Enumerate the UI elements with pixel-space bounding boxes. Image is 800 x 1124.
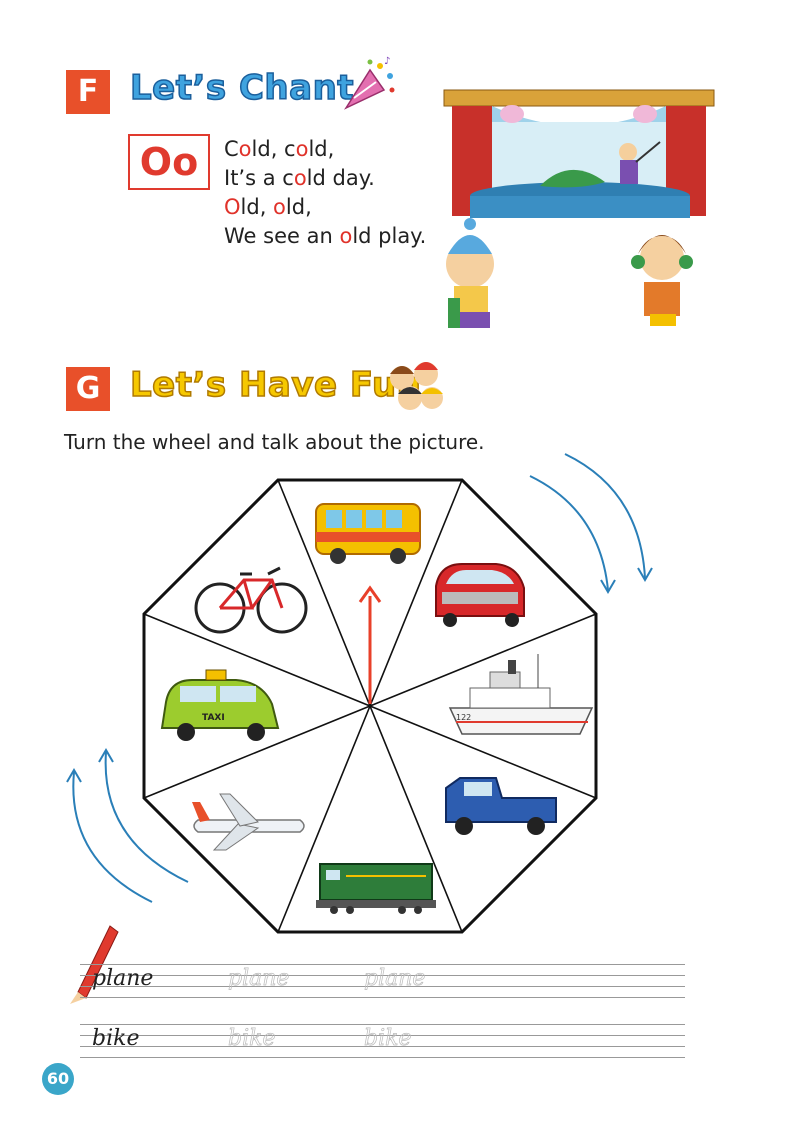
section-f-badge: F: [66, 70, 110, 114]
chant-text-segment: ld, c: [251, 137, 296, 161]
chant-text: Cold, cold,It’s a cold day.Old, old,We s…: [224, 135, 426, 251]
taxi-icon: TAXI: [160, 669, 280, 741]
chant-text-segment: C: [224, 137, 239, 161]
instruction-text: Turn the wheel and talk about the pictur…: [64, 430, 485, 454]
trace-plane-2: plane: [364, 966, 426, 992]
party-popper-icon: ♪: [343, 56, 395, 110]
writing-row-bike[interactable]: bike bike bike: [80, 1024, 685, 1064]
ship-icon: 122: [448, 654, 594, 735]
svg-text:122: 122: [456, 713, 471, 722]
write-pencil-icon: WRITE: [70, 922, 119, 1004]
chant-text-segment: ld,: [308, 137, 335, 161]
vehicle-wheel[interactable]: 122 TAXI: [140, 476, 600, 936]
highlighted-letter: o: [238, 137, 252, 161]
pickup-truck-icon: [445, 777, 557, 835]
chant-text-segment: We see an: [224, 224, 340, 248]
chant-text-segment: ld,: [240, 195, 274, 219]
page-number: 60: [42, 1063, 74, 1095]
highlighted-letter: O: [224, 195, 241, 219]
section-g-badge: G: [66, 367, 110, 411]
airplane-icon: [192, 793, 305, 851]
stage-play-illustration: [443, 89, 715, 328]
chant-text-segment: ld play.: [352, 224, 427, 248]
rotation-arrows: [66, 453, 653, 903]
train-icon: [316, 863, 436, 914]
svg-text:TAXI: TAXI: [202, 713, 225, 723]
trace-bike-2: bike: [364, 1026, 412, 1052]
kids-group-icon: [390, 362, 443, 410]
car-icon: [435, 563, 525, 627]
section-g-title: Let’s Have Fun: [129, 364, 422, 406]
word-bike: bike: [92, 1026, 140, 1051]
chant-text-segment: It’s a c: [224, 166, 294, 190]
section-f-title: Let’s Chant: [129, 67, 355, 109]
phonics-letter-box: Oo: [128, 134, 210, 190]
word-plane: plane: [92, 966, 154, 991]
chant-line: We see an old play.: [224, 222, 426, 251]
chant-line: It’s a cold day.: [224, 164, 426, 193]
trace-plane-1: plane: [228, 966, 290, 992]
chant-text-segment: ld day.: [306, 166, 375, 190]
chant-line: Old, old,: [224, 193, 426, 222]
spinner-arrow[interactable]: [358, 585, 382, 704]
highlighted-letter: o: [293, 166, 307, 190]
trace-bike-1: bike: [228, 1026, 276, 1052]
chant-line: Cold, cold,: [224, 135, 426, 164]
writing-row-plane[interactable]: plane plane plane: [80, 964, 685, 1004]
highlighted-letter: o: [339, 224, 353, 248]
highlighted-letter: o: [295, 137, 309, 161]
bicycle-icon: [194, 566, 308, 634]
svg-text:♪: ♪: [384, 56, 390, 67]
chant-text-segment: ld,: [285, 195, 312, 219]
highlighted-letter: o: [273, 195, 286, 219]
bus-icon: [315, 503, 421, 564]
